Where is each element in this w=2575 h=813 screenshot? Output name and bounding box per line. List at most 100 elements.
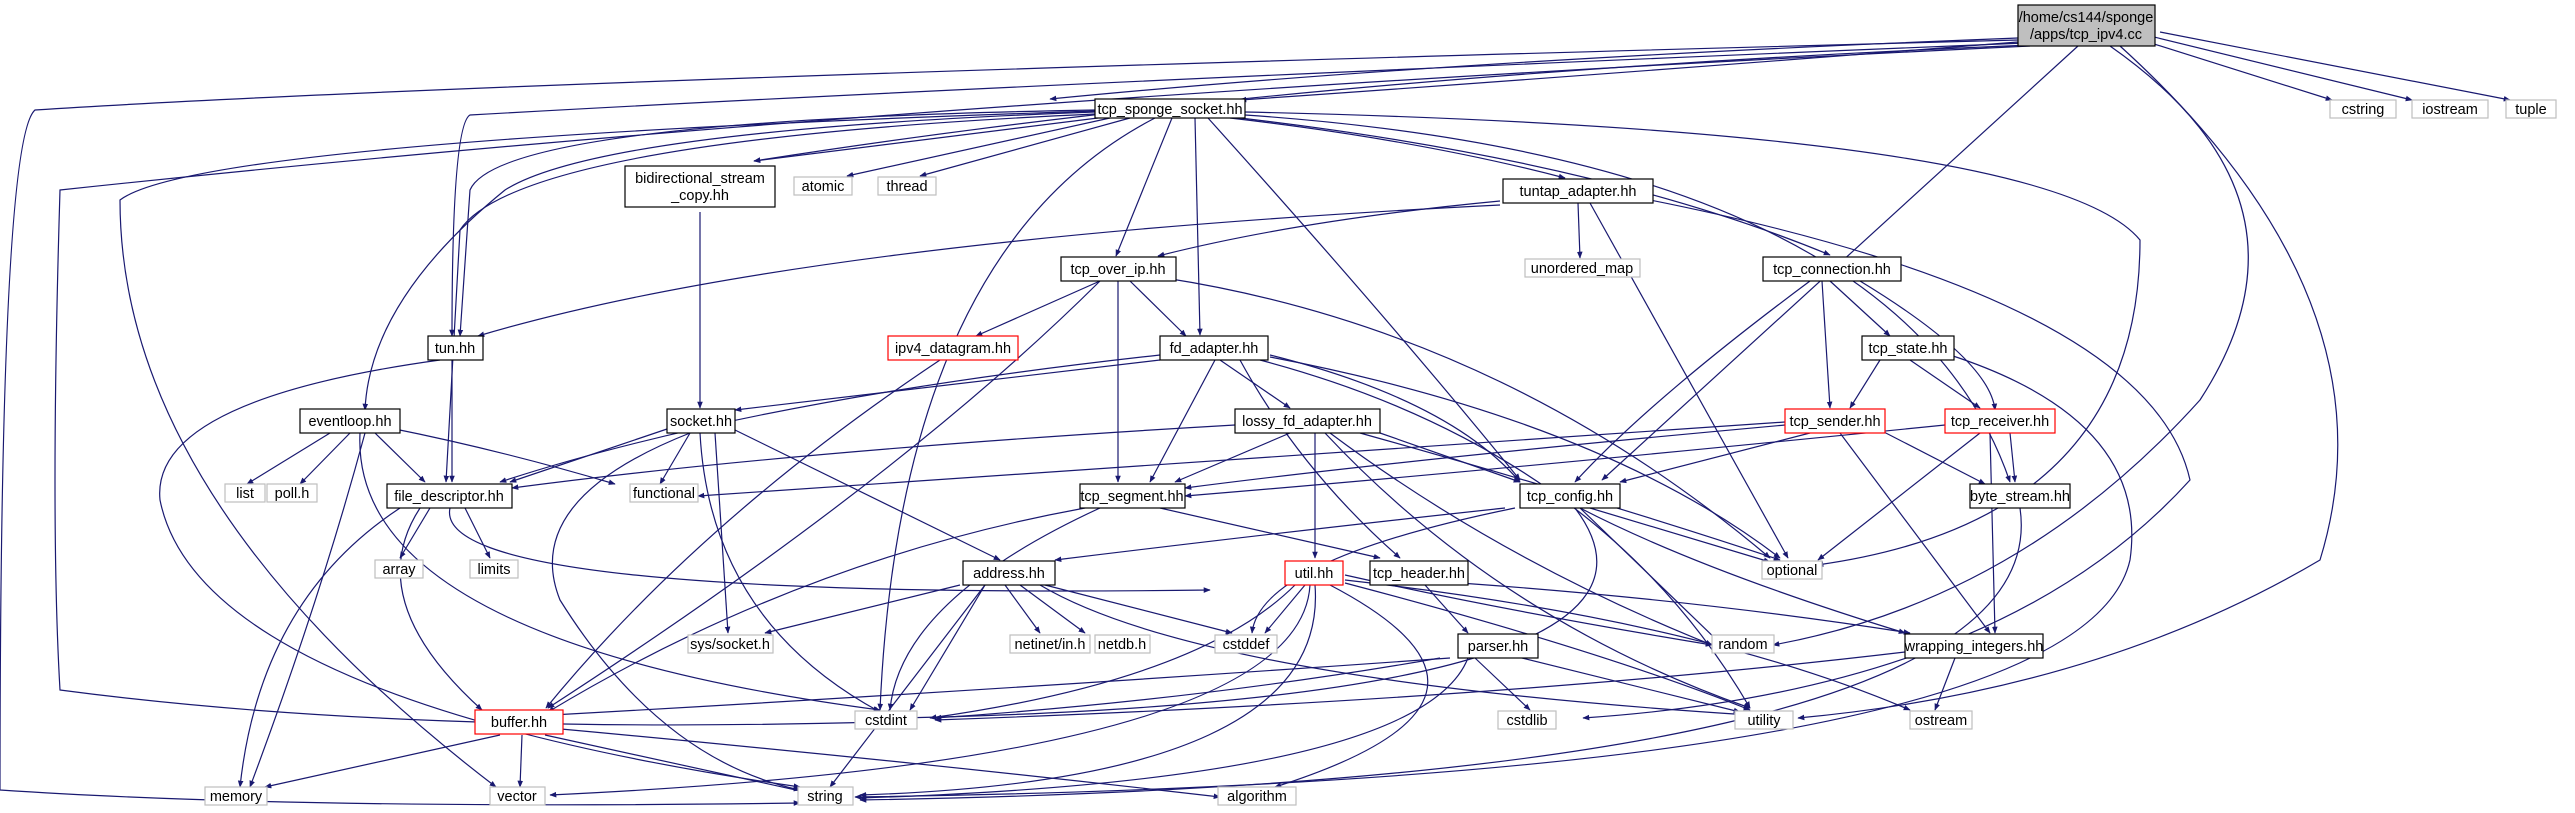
svg-text:cstddef: cstddef (1223, 637, 1271, 653)
node-bidirectional_stream_copy[interactable]: bidirectional_stream _copy.hh (624, 165, 776, 208)
svg-text:tcp_over_ip.hh: tcp_over_ip.hh (1070, 262, 1165, 278)
svg-text:tcp_sender.hh: tcp_sender.hh (1789, 414, 1880, 430)
edge-toi-fd_adapter (1129, 280, 1187, 337)
node-ipv4_datagram[interactable]: ipv4_datagram.hh (887, 335, 1019, 361)
edge-sock-sys_socket (714, 432, 731, 634)
edge-toi-ipv4 (975, 280, 1101, 337)
edge-util-utility (1344, 582, 1751, 711)
edge-fdesc-limits (464, 507, 491, 559)
edge-buf-vector (517, 734, 524, 788)
svg-text:cstdlib: cstdlib (1506, 713, 1547, 729)
edge-tuntap-tcp_over_ip (1157, 200, 1501, 258)
node-socket[interactable]: socket.hh (666, 408, 736, 434)
node-address[interactable]: address.hh (962, 560, 1056, 586)
edge-addr-string (829, 584, 986, 788)
edge-tss-atomic (846, 117, 1111, 178)
edge-sock-cstdint (699, 432, 881, 713)
svg-text:poll.h: poll.h (275, 486, 310, 502)
edge-addr-cstdint (909, 584, 986, 711)
edge-fd-tcp_header (1239, 359, 1401, 559)
node-lossy_fd_adapter[interactable]: lossy_fd_adapter.hh (1234, 408, 1381, 434)
edge-tss-thread (919, 117, 1131, 178)
node-wrapping_integers[interactable]: wrapping_integers.hh (1904, 633, 2044, 659)
edge-tss-byte_stream (1244, 114, 2011, 483)
edge-fd-file_descriptor (499, 354, 1161, 483)
node-util[interactable]: util.hh (1284, 560, 1344, 586)
edge-hdr-wrapping (1459, 582, 1911, 635)
svg-text:address.hh: address.hh (973, 566, 1045, 582)
node-tcp_state[interactable]: tcp_state.hh (1861, 335, 1955, 361)
node-tcp_over_ip[interactable]: tcp_over_ip.hh (1060, 256, 1177, 282)
edge-addr-netinet (1004, 584, 1041, 634)
edge-lossy-random (1329, 432, 1713, 646)
node-cstdint: cstdint (854, 710, 918, 730)
edge-recv-byte_stream (2009, 432, 2018, 483)
svg-text:tuple: tuple (2515, 102, 2546, 118)
edge-hdr-parser (1424, 584, 1469, 634)
edge-cfg-address (1054, 507, 1506, 563)
svg-text:list: list (236, 486, 254, 502)
svg-text:netdb.h: netdb.h (1098, 637, 1146, 653)
edge-parser-buffer (551, 657, 1451, 718)
svg-text:netinet/in.h: netinet/in.h (1015, 637, 1086, 653)
svg-text:ostream: ostream (1915, 713, 1967, 729)
node-tcp_header[interactable]: tcp_header.hh (1369, 560, 1469, 586)
node-parser[interactable]: parser.hh (1457, 633, 1539, 659)
edge-addr-cstddef (1044, 584, 1233, 635)
edge-parser-string (859, 657, 1469, 801)
svg-text:tcp_segment.hh: tcp_segment.hh (1080, 489, 1183, 505)
edge-util-cstdint (929, 584, 1296, 720)
node-tun[interactable]: tun.hh (427, 335, 484, 361)
node-optional: optional (1761, 560, 1823, 580)
node-tcp_receiver[interactable]: tcp_receiver.hh (1944, 408, 2056, 434)
edge-fd-tcp_segment (1149, 359, 1216, 483)
edge-tss-tuntap (1229, 117, 1566, 180)
edge-root-tcp_sponge_socket-2 (1049, 37, 2019, 102)
edge-tss-file_descriptor (443, 113, 1096, 483)
svg-text:sys/socket.h: sys/socket.h (690, 637, 770, 653)
edge-root-cstdint (54, 45, 2031, 726)
svg-text:parser.hh: parser.hh (1468, 639, 1528, 655)
svg-text:fd_adapter.hh: fd_adapter.hh (1170, 341, 1259, 357)
node-buffer[interactable]: buffer.hh (474, 709, 564, 735)
edge-sender-tcp_segment (1184, 424, 1786, 490)
edge-parser-cstdint (934, 657, 1441, 721)
edge-wrap-ostream (1934, 657, 1956, 711)
node-file_descriptor[interactable]: file_descriptor.hh (386, 483, 513, 509)
node-cstring: cstring (2329, 99, 2397, 119)
edge-cfg-optional (1589, 507, 1771, 563)
node-thread: thread (877, 176, 937, 196)
svg-text:array: array (382, 562, 416, 578)
edge-tuntap-tun (477, 204, 1501, 337)
node-tcp_config[interactable]: tcp_config.hh (1519, 483, 1621, 509)
svg-text:atomic: atomic (802, 179, 845, 195)
edge-wrap-cstdint (934, 651, 1906, 723)
svg-text:bidirectional_stream: bidirectional_stream (635, 171, 765, 187)
edge-tss-cstdint (877, 117, 1156, 711)
svg-text:buffer.hh: buffer.hh (491, 715, 547, 731)
node-tcp_segment[interactable]: tcp_segment.hh (1079, 483, 1186, 509)
edge-fd-lossy (1219, 359, 1291, 409)
edge-sock-file_descriptor (509, 427, 671, 483)
svg-text:unordered_map: unordered_map (1531, 261, 1633, 277)
svg-text:vector: vector (497, 789, 537, 805)
node-eventloop[interactable]: eventloop.hh (299, 408, 401, 434)
edge-lossy-utility (1324, 432, 1751, 709)
node-byte_stream[interactable]: byte_stream.hh (1969, 483, 2071, 509)
node-iostream: iostream (2411, 99, 2489, 119)
node-tcp_sender[interactable]: tcp_sender.hh (1784, 408, 1886, 434)
edge-fd-tcp_config (1269, 354, 1521, 483)
edge-seg-tcp_header (1159, 507, 1381, 560)
svg-text:wrapping_integers.hh: wrapping_integers.hh (1904, 639, 2044, 655)
node-fd_adapter[interactable]: fd_adapter.hh (1159, 335, 1269, 361)
edge-fdesc-buffer (399, 507, 483, 711)
node-tcp_connection[interactable]: tcp_connection.hh (1762, 256, 1902, 282)
svg-text:tcp_connection.hh: tcp_connection.hh (1773, 262, 1891, 278)
edge-root-cstring (2134, 37, 2333, 101)
node-tcp_sponge_socket[interactable]: tcp_sponge_socket.hh (1094, 98, 1246, 119)
edge-root-random (1772, 45, 2249, 647)
node-root-file[interactable]: /home/cs144/sponge /apps/tcp_ipv4.cc (2017, 4, 2156, 47)
svg-text:eventloop.hh: eventloop.hh (308, 414, 391, 430)
node-tuntap_adapter[interactable]: tuntap_adapter.hh (1502, 178, 1654, 204)
edge-parser-utility (1509, 654, 1741, 714)
